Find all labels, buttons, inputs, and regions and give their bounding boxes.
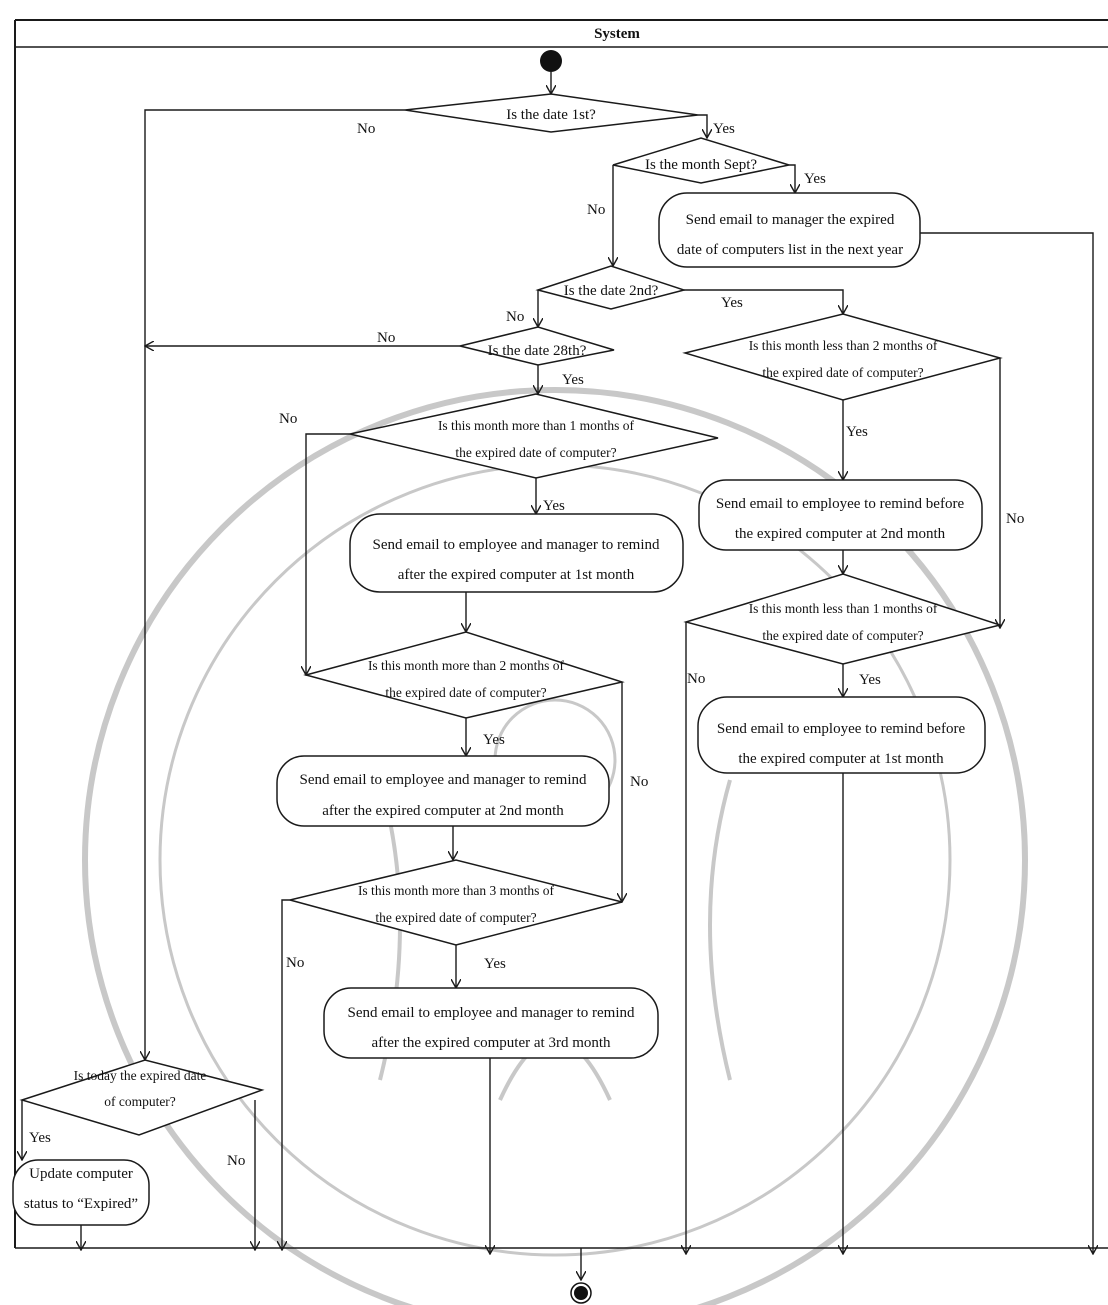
- decision-less-than-2-months: Is this month less than 2 months of the …: [682, 313, 1003, 401]
- decision-more-than-3-months: Is this month more than 3 months of the …: [289, 859, 623, 946]
- decision-label-line2: the expired date of computer?: [385, 685, 546, 700]
- label-yes: Yes: [484, 956, 506, 972]
- label-yes: Yes: [29, 1130, 51, 1146]
- action-label-line1: Update computer: [29, 1166, 133, 1182]
- action-email-manager-next-year: Send email to manager the expired date o…: [658, 192, 921, 268]
- decision-label-line2: of computer?: [104, 1094, 176, 1109]
- label-no: No: [630, 774, 648, 790]
- edges: [22, 72, 1093, 1280]
- label-yes: Yes: [543, 498, 565, 514]
- edge-labels: No Yes Yes No Yes No No Yes No Yes Yes N…: [29, 121, 1024, 1169]
- start-node: [540, 50, 562, 72]
- label-no: No: [227, 1153, 245, 1169]
- action-label-line1: Send email to employee and manager to re…: [373, 537, 660, 553]
- decision-label: Is the month Sept?: [645, 157, 757, 173]
- label-no: No: [357, 121, 375, 137]
- action-remind-after-3rd-month: Send email to employee and manager to re…: [323, 987, 659, 1059]
- label-no: No: [506, 309, 524, 325]
- action-label-line1: Send email to employee and manager to re…: [300, 772, 587, 788]
- decision-label-line2: the expired date of computer?: [762, 365, 923, 380]
- label-no: No: [687, 671, 705, 687]
- label-yes: Yes: [562, 372, 584, 388]
- action-update-status-expired: Update computer status to “Expired”: [12, 1159, 150, 1226]
- action-label-line2: after the expired computer at 1st month: [398, 567, 635, 583]
- action-label-line1: Send email to employee to remind before: [717, 721, 966, 737]
- end-node: [570, 1282, 592, 1304]
- decision-date-28th: Is the date 28th?: [459, 326, 615, 366]
- decision-label-line1: Is this month more than 1 months of: [438, 418, 635, 433]
- label-yes: Yes: [721, 295, 743, 311]
- action-remind-after-2nd-month: Send email to employee and manager to re…: [276, 755, 610, 827]
- decision-date-2nd: Is the date 2nd?: [535, 265, 687, 310]
- label-no: No: [279, 411, 297, 427]
- decision-label-line2: the expired date of computer?: [455, 445, 616, 460]
- label-yes: Yes: [859, 672, 881, 688]
- label-no: No: [1006, 511, 1024, 527]
- label-no: No: [587, 202, 605, 218]
- decision-label-line1: Is this month less than 2 months of: [749, 338, 938, 353]
- action-label-line1: Send email to employee and manager to re…: [348, 1005, 635, 1021]
- action-label-line2: after the expired computer at 2nd month: [322, 803, 564, 819]
- action-label-line2: the expired computer at 2nd month: [735, 526, 946, 542]
- label-no: No: [286, 955, 304, 971]
- swimlane: System: [14, 19, 1108, 1249]
- action-label-line2: after the expired computer at 3rd month: [371, 1035, 611, 1051]
- action-label-line2: status to “Expired”: [24, 1196, 138, 1212]
- decision-month-sept: Is the month Sept?: [612, 137, 790, 184]
- swimlane-title: System: [594, 26, 640, 42]
- decision-label: Is the date 2nd?: [564, 283, 659, 299]
- decision-label-line1: Is this month more than 2 months of: [368, 658, 565, 673]
- action-remind-before-2nd-month: Send email to employee to remind before …: [698, 479, 983, 551]
- label-yes: Yes: [846, 424, 868, 440]
- decision-today-expired: Is today the expired date of computer?: [19, 1059, 265, 1136]
- action-label-line2: date of computers list in the next year: [677, 242, 903, 258]
- decision-less-than-1-month: Is this month less than 1 months of the …: [683, 573, 1003, 665]
- label-yes: Yes: [804, 171, 826, 187]
- decision-label-line1: Is this month more than 3 months of: [358, 883, 555, 898]
- action-remind-after-1st-month: Send email to employee and manager to re…: [349, 513, 684, 593]
- decision-label-line1: Is today the expired date: [74, 1068, 207, 1083]
- action-label-line2: the expired computer at 1st month: [738, 751, 944, 767]
- action-remind-before-1st-month: Send email to employee to remind before …: [697, 696, 986, 774]
- decision-more-than-1-month: Is this month more than 1 months of the …: [349, 393, 719, 479]
- decision-date-1st: Is the date 1st?: [404, 93, 699, 133]
- label-no: No: [377, 330, 395, 346]
- label-yes: Yes: [483, 732, 505, 748]
- action-label-line1: Send email to manager the expired: [686, 212, 895, 228]
- decision-label-line2: the expired date of computer?: [762, 628, 923, 643]
- decision-more-than-2-months: Is this month more than 2 months of the …: [303, 631, 625, 719]
- decision-label-line1: Is this month less than 1 months of: [749, 601, 938, 616]
- decision-label-line2: the expired date of computer?: [375, 910, 536, 925]
- decision-label: Is the date 28th?: [488, 343, 587, 359]
- action-label-line1: Send email to employee to remind before: [716, 496, 965, 512]
- label-yes: Yes: [713, 121, 735, 137]
- decision-label: Is the date 1st?: [506, 107, 596, 123]
